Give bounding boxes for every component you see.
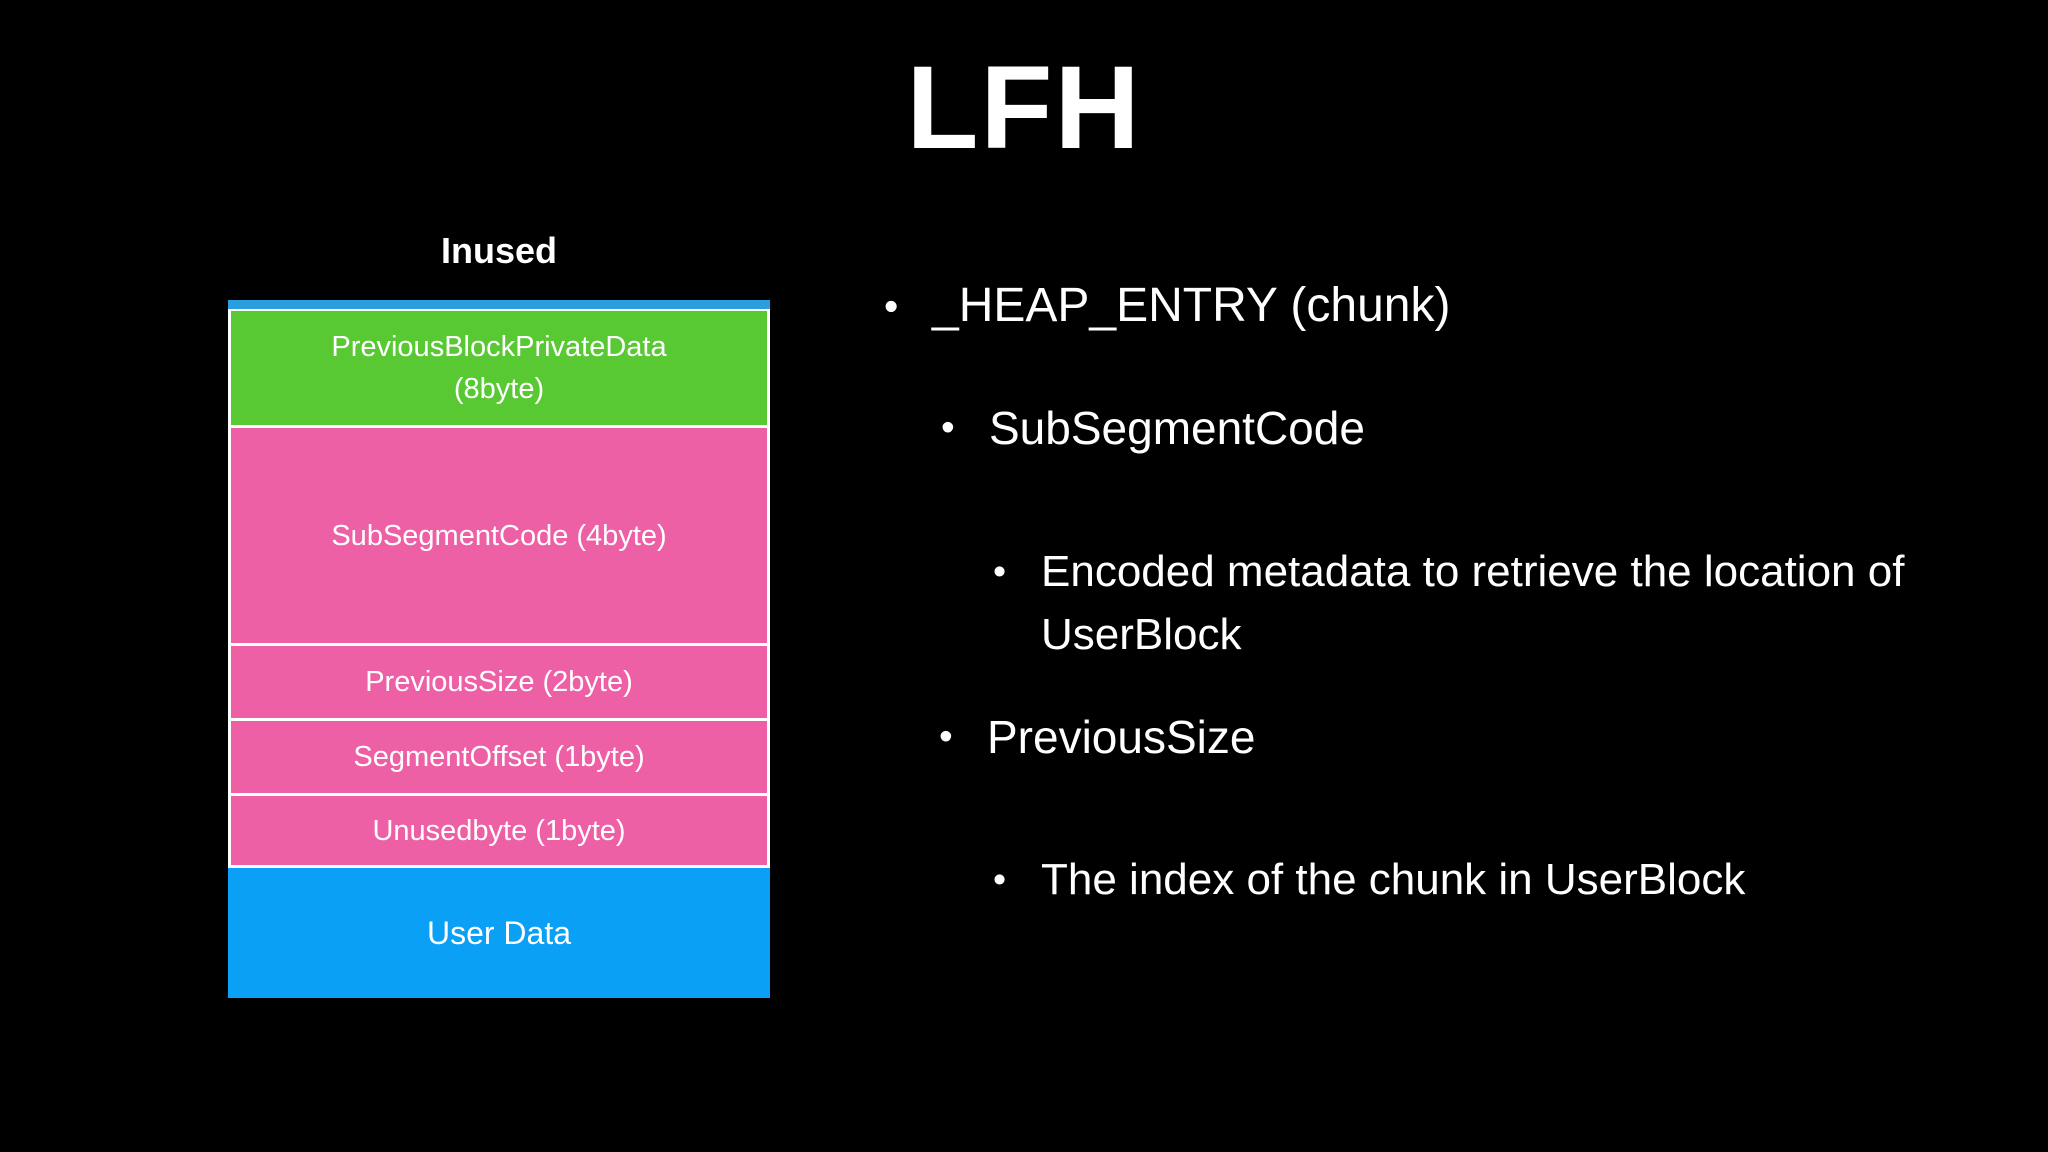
bullet-dot-icon: • xyxy=(884,283,899,329)
bullet-text: _HEAP_ENTRY (chunk) xyxy=(932,279,1451,332)
diagram-label: Inused xyxy=(440,230,557,271)
block-user-data: User Data xyxy=(228,868,770,998)
block-segment-offset: SegmentOffset (1byte) xyxy=(231,718,767,793)
bullet-sub-segment-code: • SubSegmentCode xyxy=(941,400,1741,456)
bullet-dot-icon: • xyxy=(993,858,1007,900)
bullet-dot-icon: • xyxy=(941,406,955,449)
bullet-encoded-metadata: • Encoded metadata to retrieve the locat… xyxy=(993,540,1913,666)
block-unused-byte: Unusedbyte (1byte) xyxy=(231,793,767,865)
bullet-text: SubSegmentCode xyxy=(989,402,1365,454)
bullet-text: PreviousSize xyxy=(987,711,1256,763)
bullet-heap-entry: • _HEAP_ENTRY (chunk) xyxy=(884,277,1784,335)
block-sub-segment-code: SubSegmentCode (4byte) xyxy=(231,425,767,643)
bullet-previous-size: • PreviousSize xyxy=(939,709,1739,765)
bullet-text: Encoded metadata to retrieve the locatio… xyxy=(1041,547,1905,659)
block-previous-size: PreviousSize (2byte) xyxy=(231,643,767,718)
bullet-chunk-index: • The index of the chunk in UserBlock xyxy=(993,848,1943,911)
block-previous-block-private-data: PreviousBlockPrivateData (8byte) xyxy=(231,311,767,425)
diagram-block-stack: PreviousBlockPrivateData (8byte) SubSegm… xyxy=(228,309,770,868)
diagram-top-bar xyxy=(228,300,770,309)
page-title: LFH xyxy=(906,42,1142,174)
heap-chunk-diagram: PreviousBlockPrivateData (8byte) SubSegm… xyxy=(228,300,770,998)
bullet-text: The index of the chunk in UserBlock xyxy=(1041,855,1746,904)
bullet-dot-icon: • xyxy=(993,550,1007,592)
bullet-dot-icon: • xyxy=(939,715,953,758)
